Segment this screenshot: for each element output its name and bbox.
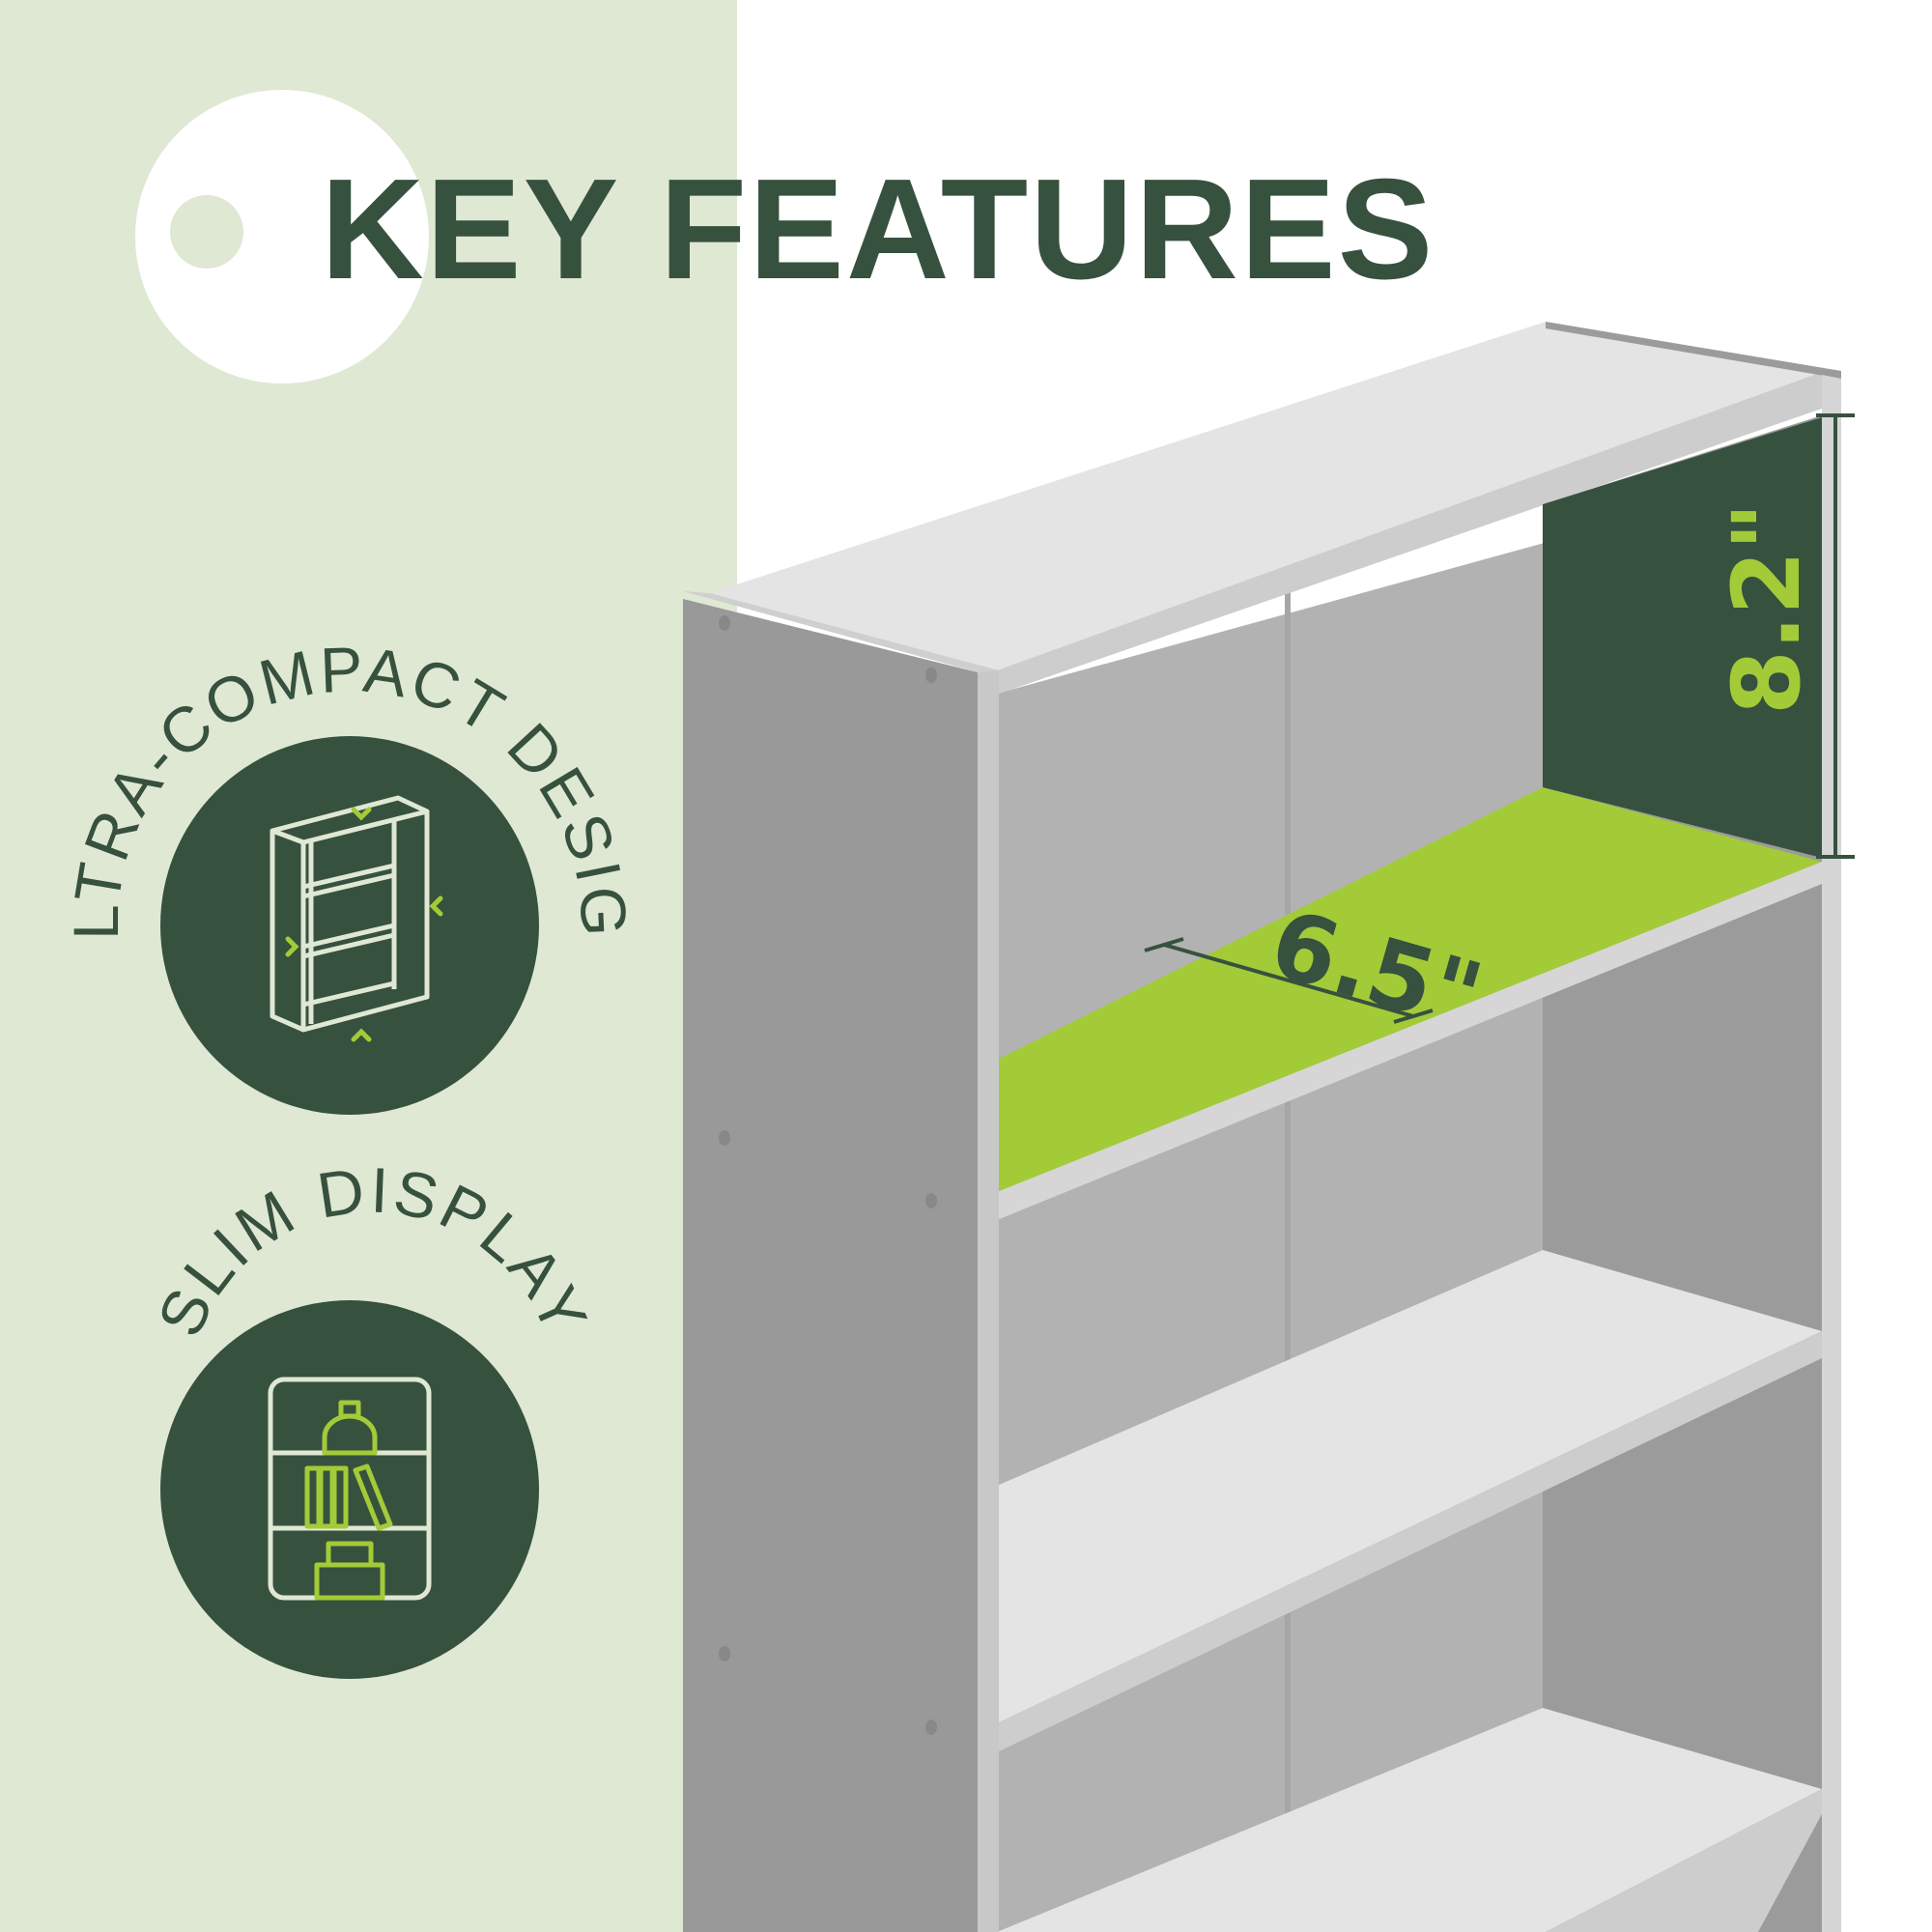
bookcase-illustration	[683, 322, 1841, 1932]
page-title: KEY FEATURES	[321, 150, 1435, 309]
shelf-height-label: 8.2"	[1713, 502, 1821, 715]
feature-badge-ultra-compact	[160, 736, 539, 1115]
decorative-circle-icon	[135, 90, 429, 384]
highlighted-compartment	[1543, 417, 1822, 858]
depth-dimension-line	[1144, 937, 1434, 1024]
highlighted-shelf	[997, 787, 1822, 1192]
height-dimension-line	[1816, 413, 1855, 859]
compact-bookcase-icon	[270, 795, 430, 1033]
feature-badge-slim-display	[160, 1300, 539, 1679]
compact-arrows-icon	[285, 807, 443, 1042]
decorative-dot-icon	[170, 195, 243, 269]
slim-display-shelf-icon	[268, 1377, 432, 1601]
